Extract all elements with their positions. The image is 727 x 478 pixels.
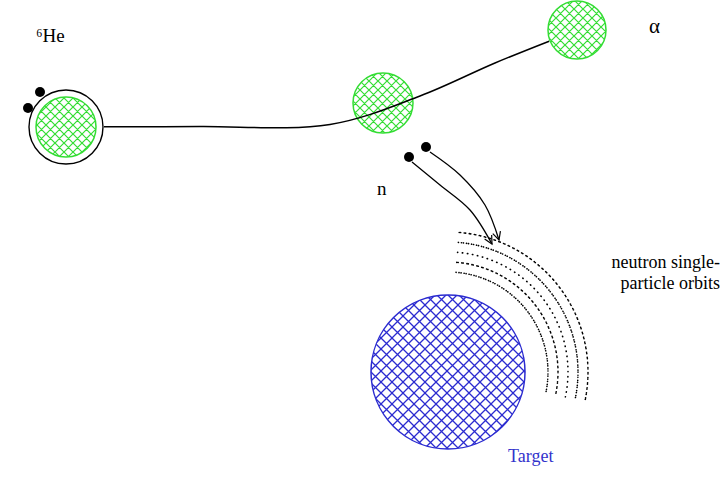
halo-neutron	[23, 103, 33, 113]
nucleus-circle: α	[547, 0, 607, 60]
halo-neutron	[35, 87, 45, 97]
node-outline	[28, 89, 104, 165]
neutron-dot	[421, 142, 431, 152]
trajectory-line	[104, 41, 549, 128]
nucleus-circle: ⁶He	[28, 89, 104, 165]
target-nucleus: Target	[370, 294, 526, 450]
target-circle	[371, 295, 525, 449]
node-label: ⁶He	[36, 25, 65, 47]
core-circle	[353, 73, 413, 133]
neutron-dot	[404, 152, 414, 162]
node-label: α	[649, 14, 660, 38]
node-outline	[370, 294, 526, 450]
core-circle	[36, 97, 96, 157]
node-outline	[547, 0, 607, 60]
particle-label: n	[377, 178, 387, 200]
neutron-arrow	[430, 152, 499, 240]
neutron-arrows	[404, 142, 499, 244]
orbit-label: neutron single-particle orbits	[562, 252, 720, 293]
node-label: Target	[508, 446, 553, 467]
halo-ring	[29, 90, 103, 164]
neutron-arrow	[412, 162, 492, 244]
core-circle	[548, 1, 606, 59]
